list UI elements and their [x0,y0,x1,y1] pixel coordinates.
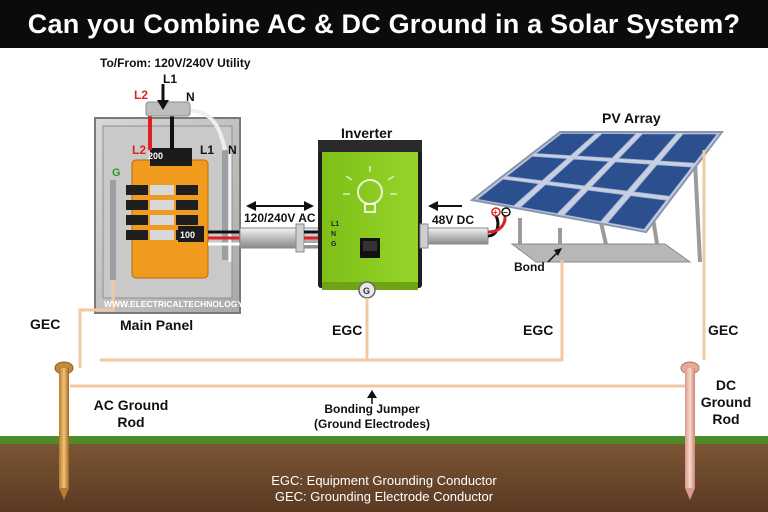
l2-panel-label: L2 [132,143,147,157]
legend-gec: GEC: Grounding Electrode Conductor [274,489,494,504]
dc-ground-rod-label: DC Ground Rod [694,377,758,428]
ac-ground-rod-label: AC Ground Rod [76,397,186,431]
main-panel [94,101,241,314]
panel-g-label: G [112,167,121,179]
l2-top-label: L2 [134,88,149,102]
pv-cell [633,164,693,197]
breaker-branch-rating: 100 [180,230,195,240]
inverter-n-label: N [331,231,336,238]
pv-cell [505,155,569,182]
ac-link-label: 120/240V AC [244,211,316,225]
utility-label: To/From: 120V/240V Utility [100,56,251,70]
inverter-ground-label: G [363,286,370,296]
soil [0,444,768,512]
ground-conductors [78,150,706,368]
pv-array [469,131,725,263]
pv-cell [606,195,668,230]
inverter-unit [318,140,422,290]
dc-link-label: 48V DC [432,213,475,227]
pv-minus-terminal: − [503,208,508,217]
ac-ground-rod-label-line1: AC Ground [93,397,169,413]
pv-cell [519,184,583,215]
pv-cell [534,132,597,157]
bonding-jumper-label-line2: (Ground Electrodes) [313,417,430,431]
n-top-label: N [186,90,195,104]
utility-arrow-head [157,100,169,110]
pv-cell [659,133,719,164]
pv-cell [617,133,678,162]
pv-cell [576,133,638,159]
gec-right-label: GEC [708,322,739,338]
bonding-jumper-label: Bonding Jumper (Ground Electrodes) [272,402,472,432]
inverter-g-label: G [331,241,337,248]
dc-ground-rod-label-line1: DC [715,377,737,393]
pv-cell [563,189,625,222]
bond-label: Bond [514,260,545,274]
pv-array-label: PV Array [602,110,661,126]
n-panel-label: N [228,143,237,157]
ac-ground-rod [54,361,74,500]
bond-arrow [547,251,559,263]
pv-cell [590,161,652,192]
bonding-jumper-label-line1: Bonding Jumper [324,402,420,416]
egc-right-label: EGC [523,322,554,338]
dc-ground-rod-label-line2: Ground [700,394,752,410]
inverter-label: Inverter [341,125,393,141]
dc-ground-rod [680,361,700,500]
main-panel-label: Main Panel [120,317,194,333]
dc-ground-rod-label-line3: Rod [712,411,740,427]
pv-plus-terminal: + [493,208,498,217]
diagram-title: Can you Combine AC & DC Ground in a Sola… [27,9,741,39]
l1-top-label: L1 [163,72,178,86]
gec-left-label: GEC [30,316,61,332]
pv-cell [476,178,540,207]
legend-egc: EGC: Equipment Grounding Conductor [271,473,497,488]
l1-panel-label: L1 [200,143,215,157]
dc-conduit [421,227,489,245]
pv-cell [548,158,610,187]
title-banner [0,0,768,48]
breaker-main-rating: 200 [148,151,163,161]
egc-middle-label: EGC [332,322,363,338]
watermark: WWW.ELECTRICALTECHNOLOGY.ORG [104,299,264,309]
ac-ground-rod-label-line2: Rod [117,414,145,430]
grass-strip [0,436,768,444]
inverter-l1-label: L1 [331,221,339,228]
